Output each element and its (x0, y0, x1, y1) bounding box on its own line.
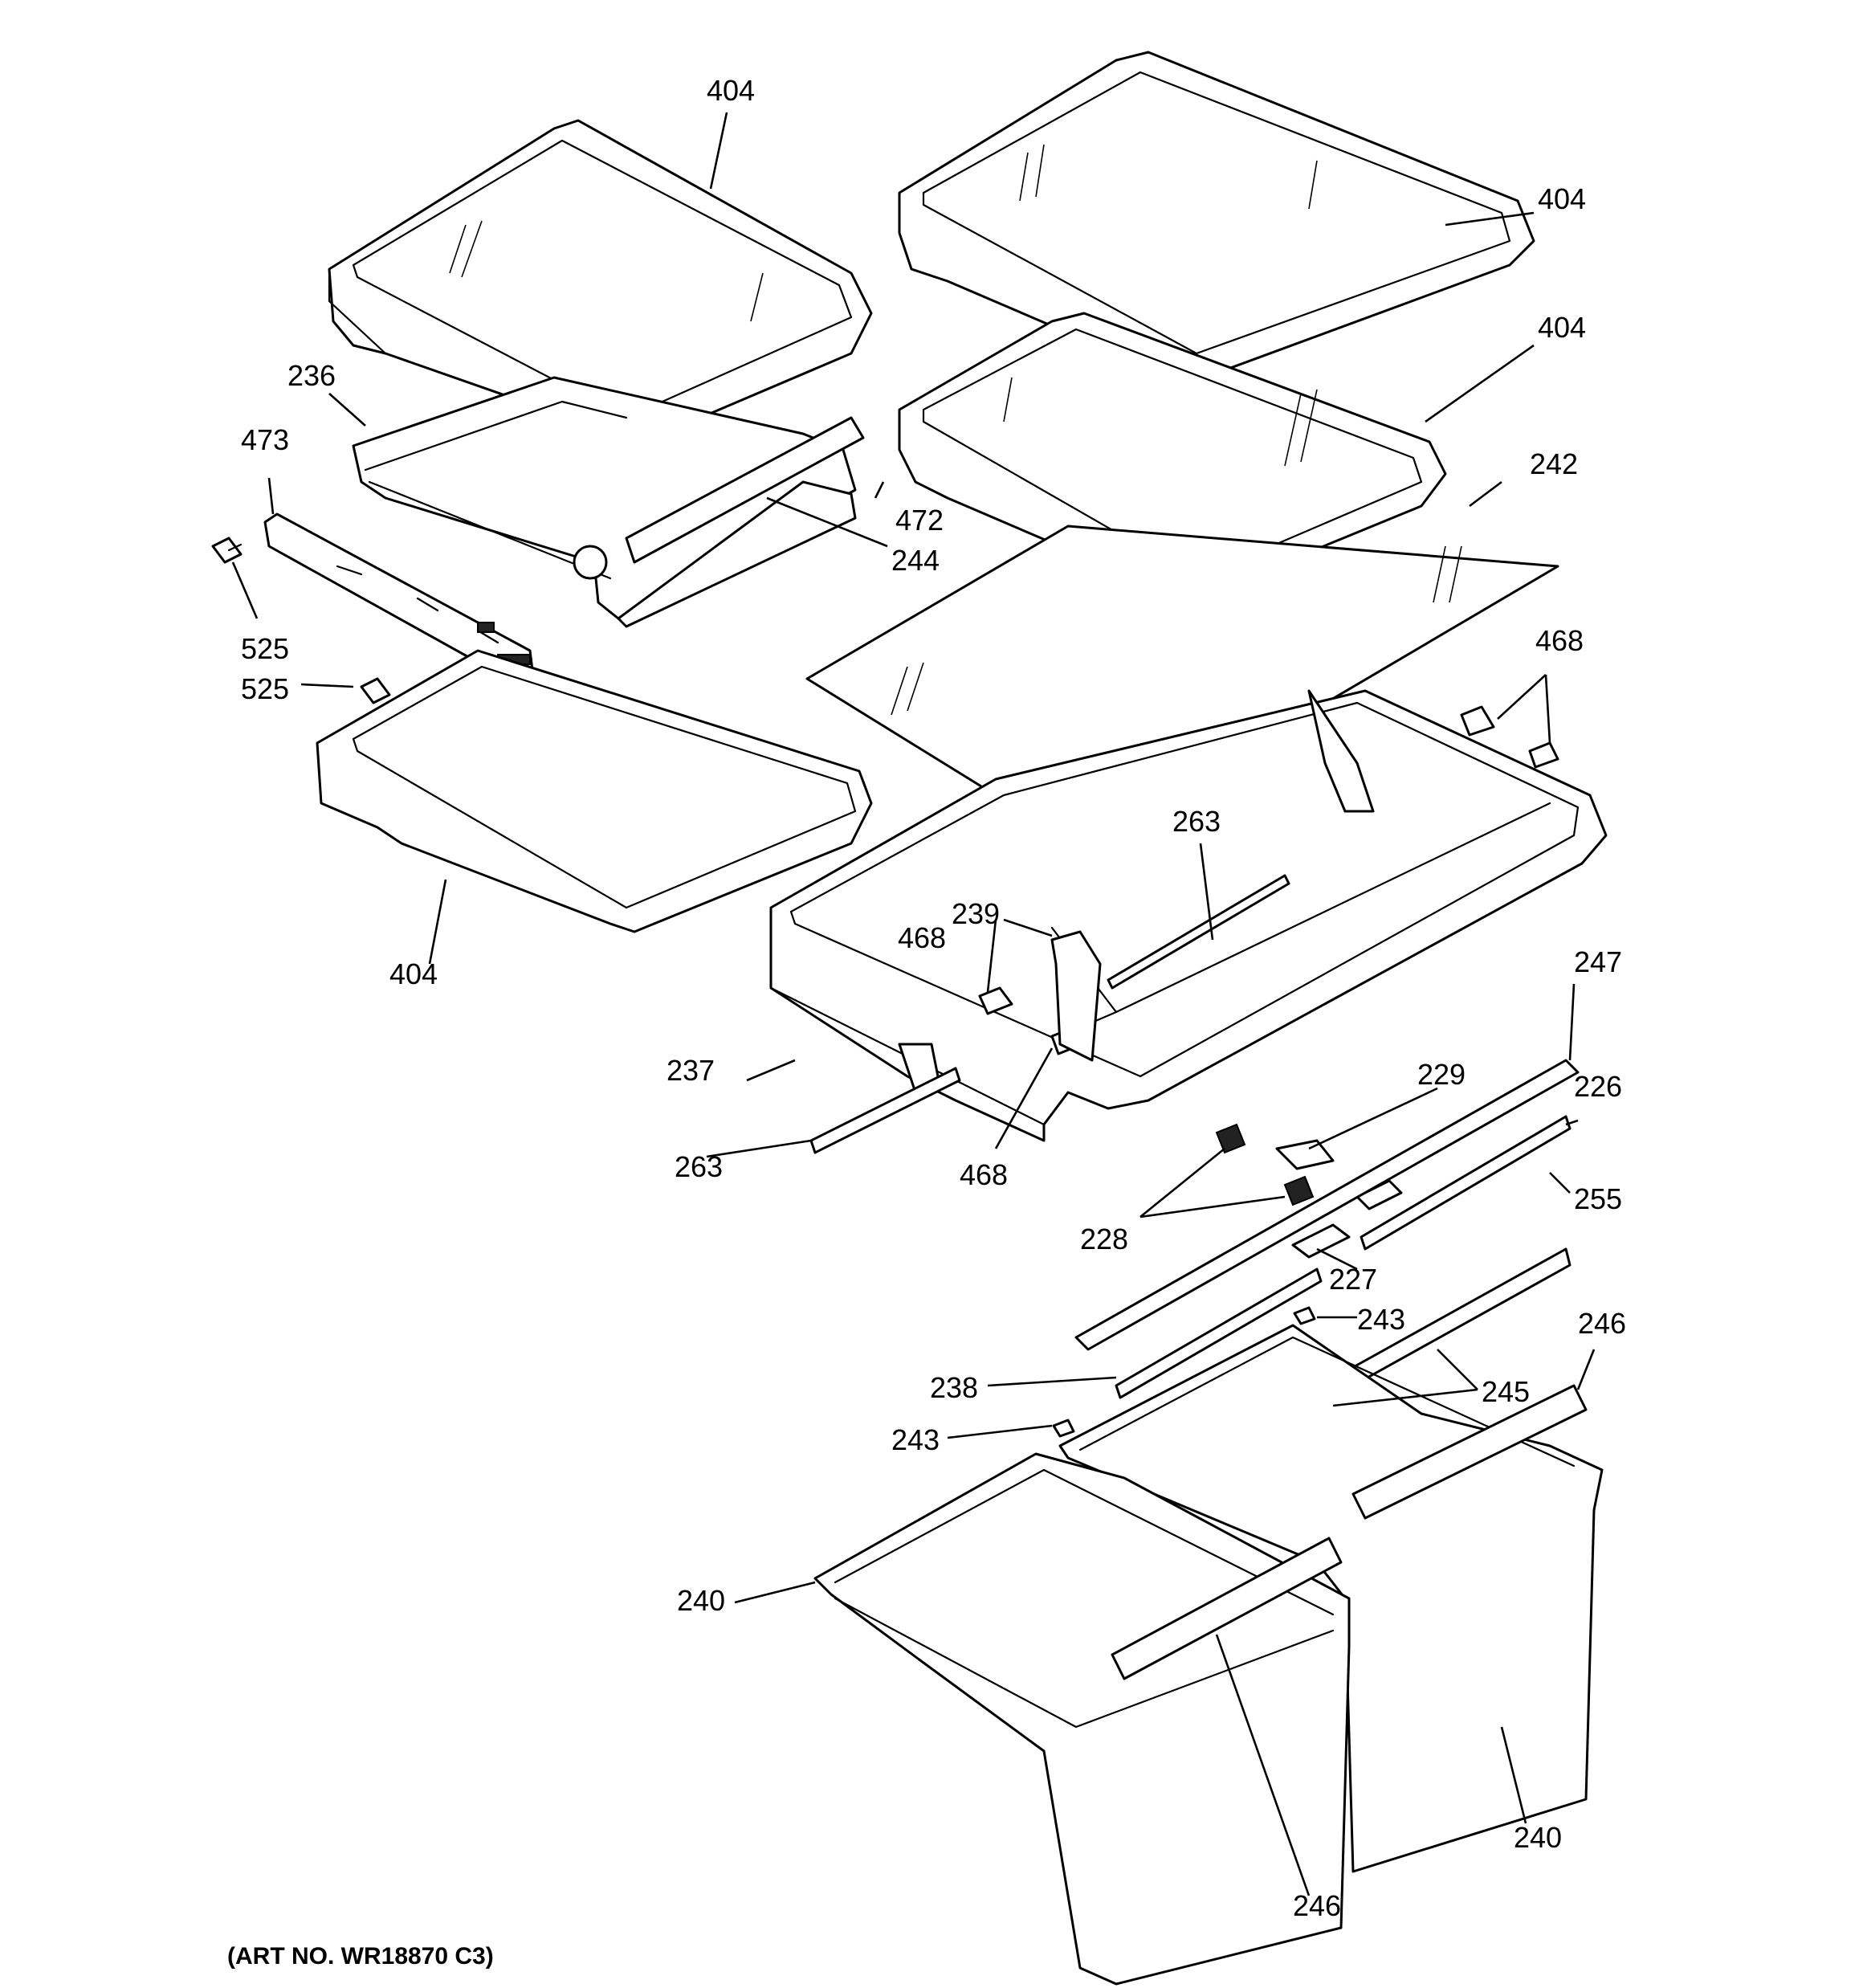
callout-242: 242 (1530, 447, 1578, 480)
callout-255: 255 (1574, 1182, 1622, 1215)
callout-468-c: 468 (960, 1158, 1008, 1191)
handle-246-b (1111, 1537, 1343, 1680)
clip-468-a (1460, 705, 1559, 769)
pad-243-a (1293, 1306, 1316, 1325)
screw-525-a (211, 537, 243, 564)
frame-237 (769, 689, 1608, 1142)
callout-472: 472 (895, 504, 944, 537)
rail-226-255 (1360, 1115, 1572, 1251)
part-229 (1275, 1139, 1335, 1170)
callout-228: 228 (1080, 1223, 1128, 1255)
callout-243-b: 243 (891, 1423, 940, 1456)
callout-226: 226 (1574, 1070, 1622, 1103)
handle-246-a (1351, 1384, 1588, 1520)
bracket-239 (1050, 930, 1102, 1062)
callout-468-a: 468 (1535, 624, 1584, 657)
callout-404-d: 404 (389, 957, 438, 990)
callout-239: 239 (952, 897, 1000, 930)
pad-243-b (1052, 1419, 1075, 1438)
cover-247 (1074, 1059, 1580, 1351)
callout-404-a: 404 (707, 74, 755, 107)
shelf-404-upper-right (898, 51, 1535, 379)
callout-263-b: 263 (675, 1150, 723, 1183)
callout-labels: 404 404 404 404 236 473 472 244 525 525 … (241, 74, 1626, 1922)
rail-263-b (809, 1067, 961, 1154)
callout-404-b: 404 (1538, 182, 1586, 215)
leader-lines (231, 112, 1596, 1896)
part-228-b (1283, 1175, 1315, 1206)
callout-227: 227 (1329, 1263, 1377, 1296)
callout-236: 236 (287, 359, 336, 392)
callout-244: 244 (891, 544, 940, 577)
callout-404-c: 404 (1538, 311, 1586, 344)
callout-246-b: 246 (1293, 1889, 1341, 1922)
clip-468-b (978, 986, 1013, 1015)
callout-243-a: 243 (1357, 1303, 1405, 1336)
callout-247: 247 (1574, 945, 1622, 978)
drawer-236 (352, 376, 865, 628)
callout-525-b: 525 (241, 672, 289, 705)
shelf-404-lower-left (316, 649, 873, 933)
callout-468-b: 468 (898, 921, 946, 954)
callout-238: 238 (930, 1371, 978, 1404)
rail-263-a (1107, 874, 1290, 990)
callout-525-a: 525 (241, 632, 289, 665)
bin-240-front (813, 1452, 1351, 1986)
callout-240-b: 240 (1514, 1821, 1562, 1854)
callout-263-a: 263 (1172, 805, 1221, 838)
callout-240-a: 240 (677, 1584, 725, 1617)
callout-245: 245 (1482, 1375, 1530, 1408)
callout-229: 229 (1417, 1058, 1466, 1091)
rail-238 (1115, 1268, 1323, 1399)
callout-237: 237 (667, 1054, 715, 1087)
callout-246-a: 246 (1578, 1307, 1626, 1340)
callout-473: 473 (241, 423, 289, 456)
part-228-a (1215, 1123, 1246, 1154)
art-number-caption: (ART NO. WR18870 C3) (227, 1943, 494, 1970)
screw-525-b (360, 677, 391, 704)
